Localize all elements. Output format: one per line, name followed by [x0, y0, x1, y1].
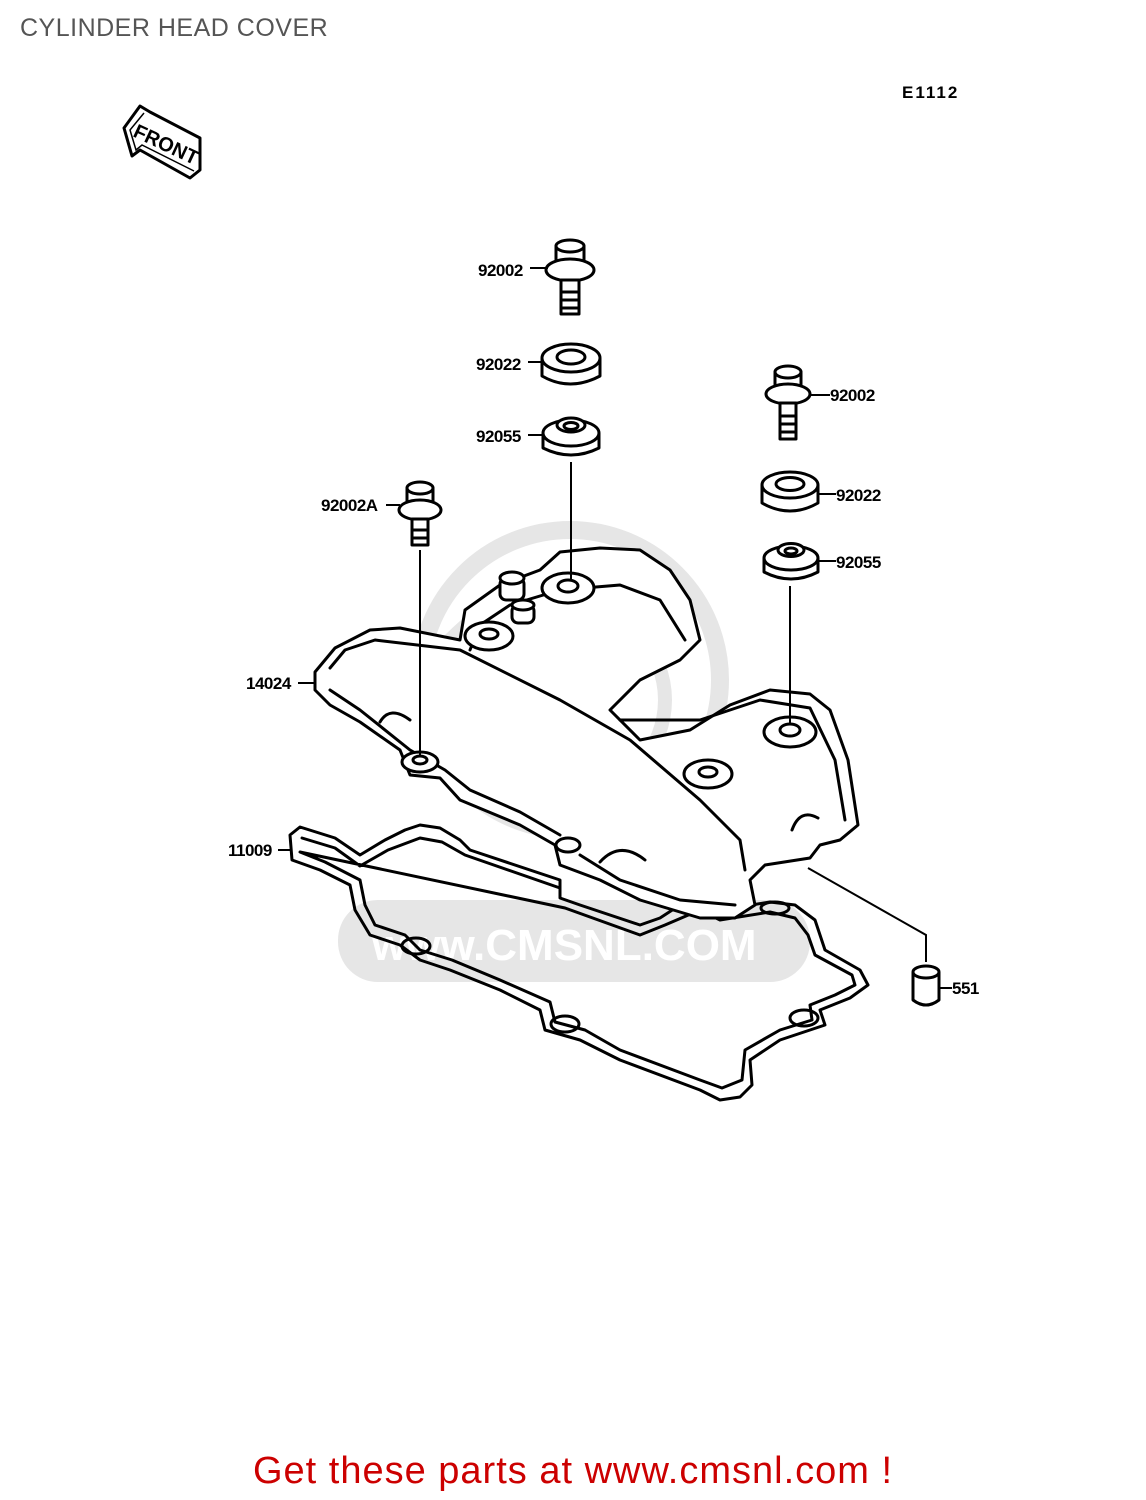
label-14024: 14024: [246, 674, 292, 693]
grommet-92055-right: [762, 542, 820, 581]
bolt-92002-top: [544, 238, 596, 316]
cover-14024: [313, 546, 860, 920]
dowel-551: [911, 964, 941, 1007]
diagram-code: E1112: [902, 83, 959, 102]
label-92002-top: 92002: [478, 261, 523, 280]
bolt-92002A: [397, 480, 443, 547]
parts-diagram: E1112 FRONT www.CMSNL.COM: [122, 83, 979, 1102]
watermark-text: www.CMSNL.COM: [371, 921, 757, 970]
grommet-92055-top: [541, 416, 601, 457]
label-92002A: 92002A: [321, 496, 378, 515]
washer-92022-right: [760, 470, 820, 513]
footer-link[interactable]: Get these parts at www.cmsnl.com !: [252, 1450, 894, 1492]
label-551: 551: [952, 979, 979, 998]
bolt-92002-right: [764, 364, 812, 441]
label-92055-top: 92055: [476, 427, 521, 446]
label-92022-top: 92022: [476, 355, 521, 374]
label-92022-right: 92022: [836, 486, 881, 505]
gasket-11009: [288, 823, 870, 1102]
label-92002-right: 92002: [830, 386, 875, 405]
front-arrow-icon: FRONT: [122, 104, 202, 180]
page-title: CYLINDER HEAD COVER: [20, 14, 329, 42]
label-92055-right: 92055: [836, 553, 881, 572]
label-11009: 11009: [228, 841, 272, 860]
washer-92022-top: [540, 342, 602, 386]
